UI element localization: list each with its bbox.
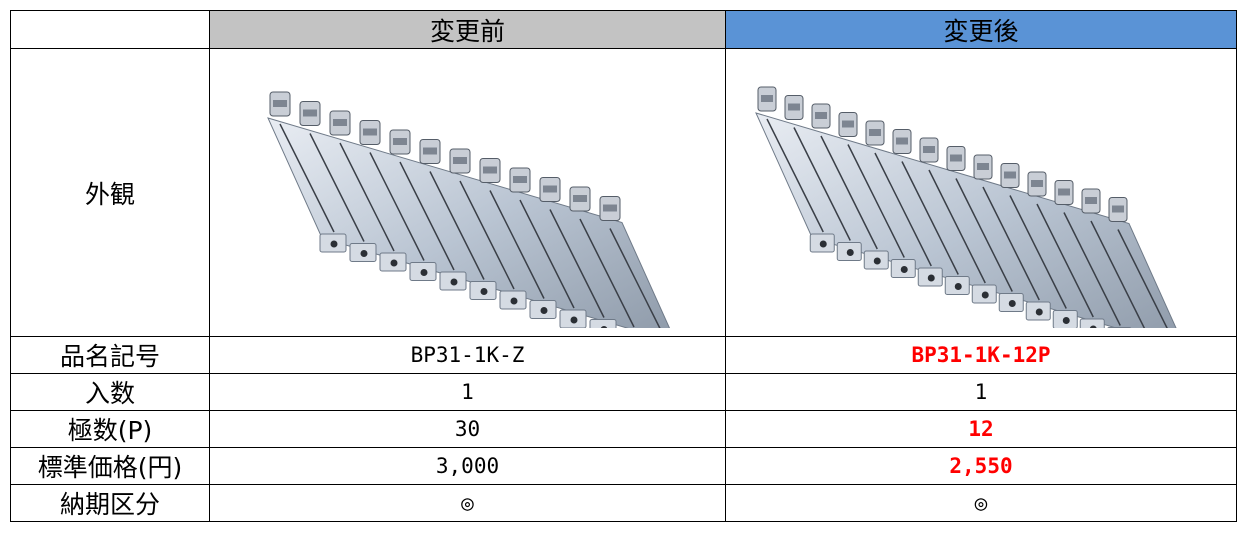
table-row: 納期区分 ◎ ◎ [10, 484, 1237, 522]
before-image-cell [209, 48, 726, 337]
row-label: 納期区分 [10, 484, 210, 522]
row-before-value: 30 [209, 410, 726, 448]
table-row: 標準価格(円) 3,000 2,550 [10, 447, 1237, 485]
table-row: 入数 1 1 [10, 373, 1237, 411]
row-after-value: BP31-1K-12P [725, 336, 1237, 374]
header-corner [10, 10, 210, 49]
table-row: 品名記号 BP31-1K-Z BP31-1K-12P [10, 336, 1237, 374]
row-after-value: 1 [725, 373, 1237, 411]
row-before-value: 1 [209, 373, 726, 411]
appearance-label: 外観 [10, 48, 210, 337]
row-before-value: 3,000 [209, 447, 726, 485]
header-before: 変更前 [209, 10, 726, 49]
row-before-value: BP31-1K-Z [209, 336, 726, 374]
row-before-value: ◎ [209, 484, 726, 522]
appearance-row: 外観 [10, 48, 1237, 337]
row-label: 品名記号 [10, 336, 210, 374]
row-label: 入数 [10, 373, 210, 411]
row-label: 極数(P) [10, 410, 210, 448]
table-row: 極数(P) 30 12 [10, 410, 1237, 448]
terminal-clip-strip-icon [755, 86, 1177, 328]
row-label: 標準価格(円) [10, 447, 210, 485]
row-after-value: 12 [725, 410, 1237, 448]
row-after-value: 2,550 [725, 447, 1237, 485]
header-row: 変更前 変更後 [10, 10, 1237, 49]
comparison-table: 変更前 変更後 外観 品名記号 BP31-1K-Z BP31-1K-12P 入数… [10, 10, 1237, 522]
after-image-cell [725, 48, 1237, 337]
header-after: 変更後 [725, 10, 1237, 49]
row-after-value: ◎ [725, 484, 1237, 522]
terminal-clip-strip-icon [266, 91, 670, 328]
